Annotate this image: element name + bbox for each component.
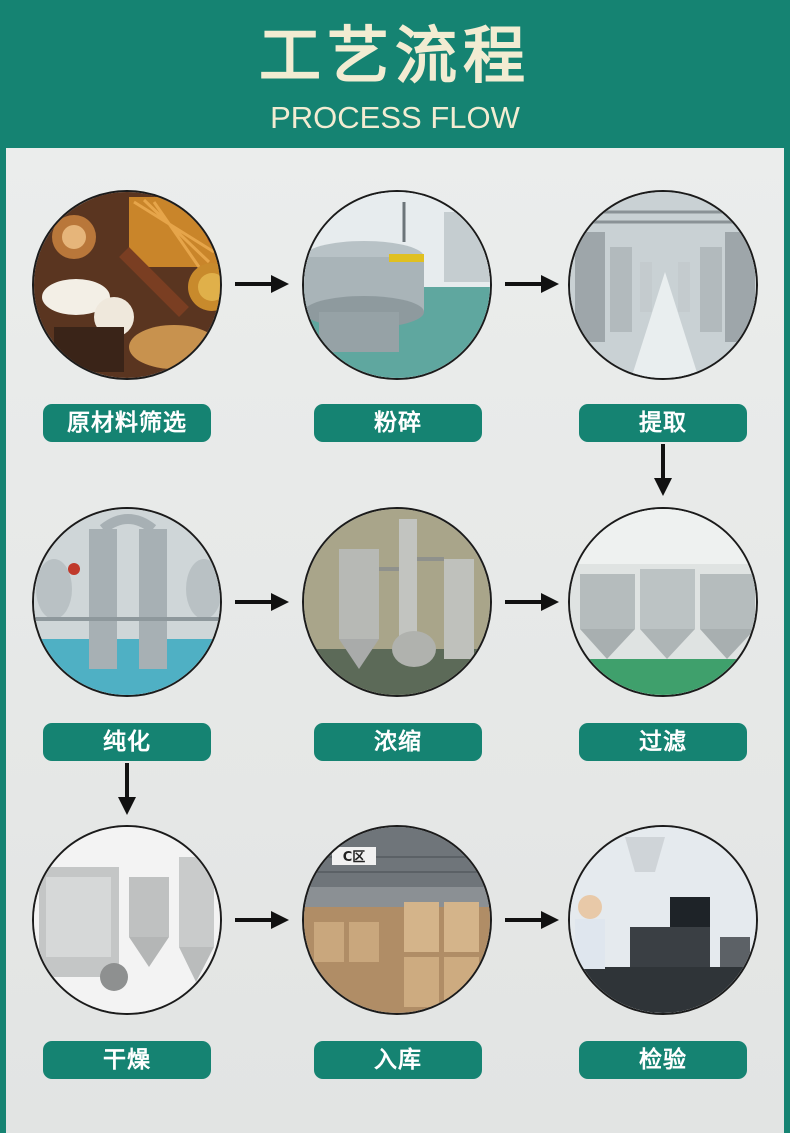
step-label-warehousing: 入库 (314, 1041, 482, 1079)
page-header: 工艺流程 PROCESS FLOW (0, 0, 790, 148)
arrow-right-icon (235, 911, 289, 929)
step-label-extraction: 提取 (579, 404, 747, 442)
step-label-concentration: 浓缩 (314, 723, 482, 761)
page-title: 工艺流程 (258, 19, 531, 92)
page-subtitle: PROCESS FLOW (270, 100, 520, 135)
arrow-down-icon (654, 444, 672, 496)
step-label-drying: 干燥 (43, 1041, 211, 1079)
arrow-down-icon (118, 763, 136, 815)
arrow-right-icon (505, 911, 559, 929)
step-label-inspection: 检验 (579, 1041, 747, 1079)
step-label-purification: 纯化 (43, 723, 211, 761)
step-label-grinding: 粉碎 (314, 404, 482, 442)
step-photo-lab-inspection (568, 825, 758, 1015)
step-photo-warehouse: C区 (302, 825, 492, 1015)
step-photo-purification (32, 507, 222, 697)
step-photo-extraction (568, 190, 758, 380)
step-label-filtration: 过滤 (579, 723, 747, 761)
arrow-right-icon (505, 275, 559, 293)
step-photo-grinding (302, 190, 492, 380)
step-photo-raw-herbs (32, 190, 222, 380)
step-label-raw-material-screening: 原材料筛选 (43, 404, 211, 442)
step-photo-filtration (568, 507, 758, 697)
arrow-right-icon (505, 593, 559, 611)
arrow-right-icon (235, 593, 289, 611)
step-photo-spray-dryer (32, 825, 222, 1015)
step-photo-concentration (302, 507, 492, 697)
arrow-right-icon (235, 275, 289, 293)
warehouse-sign-text: C区 (343, 850, 366, 865)
